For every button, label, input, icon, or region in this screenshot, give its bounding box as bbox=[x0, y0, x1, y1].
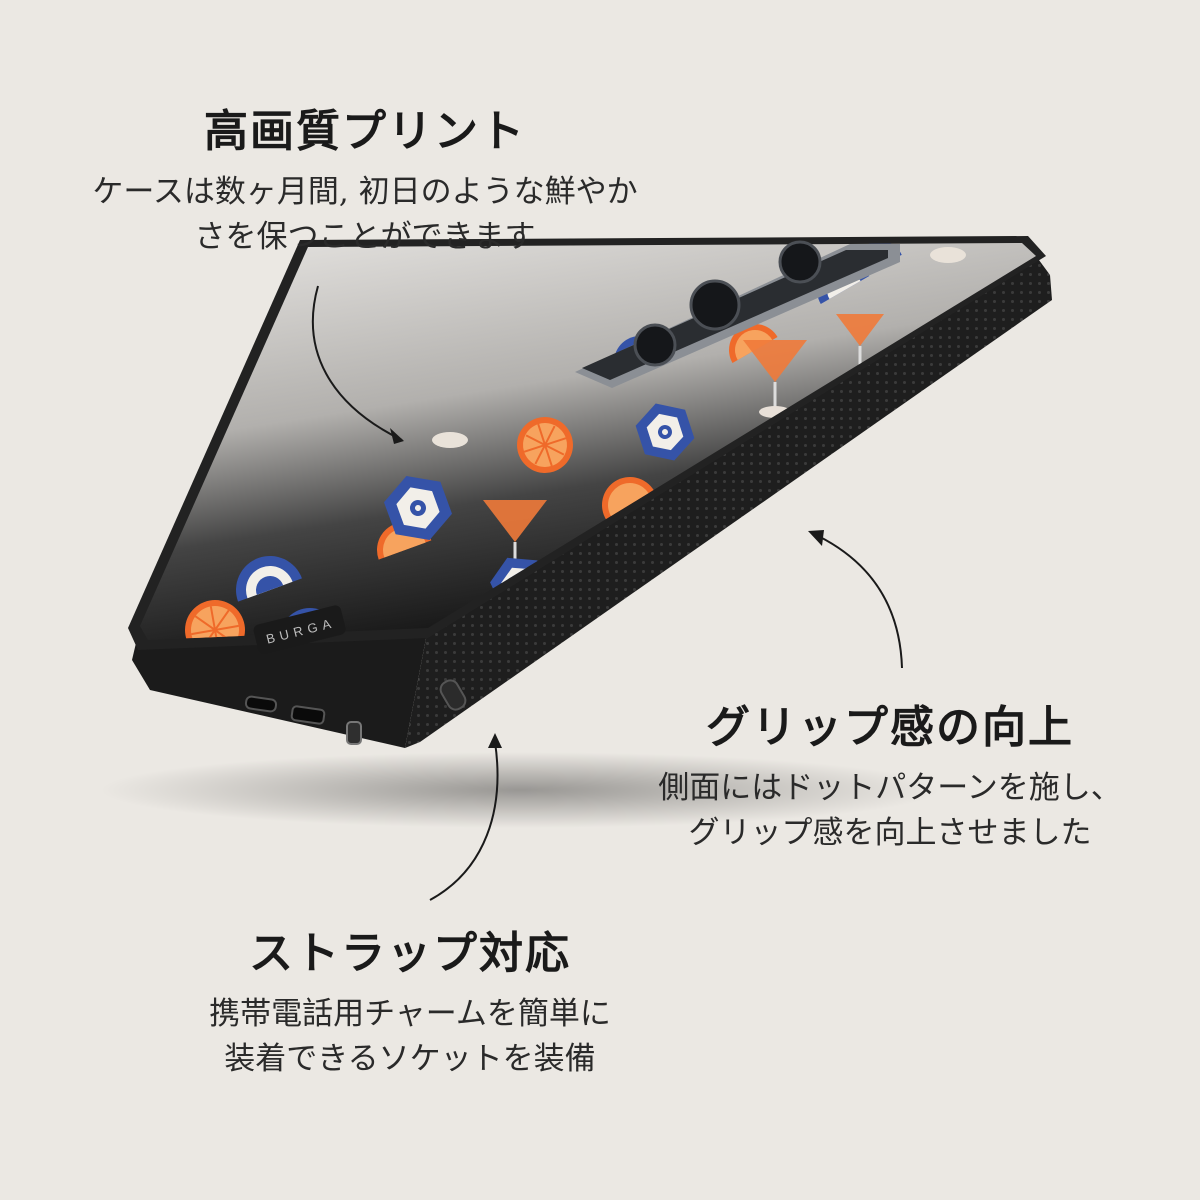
speaker-port-icon bbox=[290, 705, 326, 725]
orange-slice-icon bbox=[602, 477, 654, 520]
feature-high-quality-print: 高画質プリント ケースは数ヶ月間, 初日のような鮮やか さを保つことができます bbox=[40, 106, 690, 260]
aperitif-glass-icon bbox=[432, 432, 468, 448]
phone-case: BURGA bbox=[128, 236, 1052, 748]
side-button-icon bbox=[439, 679, 467, 711]
arrow-to-print bbox=[311, 285, 403, 441]
strap-socket-icon bbox=[346, 721, 362, 745]
case-bottom-edge bbox=[132, 626, 428, 748]
case-shadow bbox=[100, 752, 940, 828]
arrow-head-icon bbox=[390, 428, 404, 444]
grip-dot-texture bbox=[405, 256, 1052, 748]
beach-umbrella-icon bbox=[383, 476, 453, 540]
orange-slice-icon bbox=[185, 600, 245, 640]
feature-title: グリップ感の向上 bbox=[706, 702, 1074, 753]
arrow-to-strap bbox=[429, 741, 499, 901]
feature-description: ケースは数ヶ月間, 初日のような鮮やか さを保つことができます bbox=[92, 174, 638, 256]
feature-description: 側面にはドットパターンを施し、 グリップ感を向上させました bbox=[658, 770, 1122, 852]
aperitif-glass-icon bbox=[930, 247, 966, 263]
aperitif-glass-icon bbox=[836, 314, 884, 366]
beach-umbrella-icon bbox=[635, 403, 695, 461]
beach-umbrella-icon bbox=[236, 556, 302, 602]
camera-lens bbox=[689, 279, 741, 331]
feature-title: 高画質プリント bbox=[204, 106, 526, 157]
arrow-head-icon bbox=[488, 733, 502, 748]
arrow-to-grip bbox=[811, 532, 903, 669]
feature-grip: グリップ感の向上 側面にはドットパターンを施し、 グリップ感を向上させました bbox=[610, 702, 1170, 856]
orange-slice-icon bbox=[517, 417, 573, 473]
case-back-print bbox=[140, 243, 1036, 640]
feature-title: ストラップ対応 bbox=[249, 928, 571, 979]
camera-lens bbox=[778, 240, 822, 284]
feature-description: 携帯電話用チャームを簡単に 装着できるソケットを装備 bbox=[209, 996, 611, 1078]
camera-lens bbox=[633, 323, 677, 367]
feature-strap: ストラップ対応 携帯電話用チャームを簡単に 装着できるソケットを装備 bbox=[110, 928, 710, 1082]
usb-c-port-icon bbox=[244, 695, 278, 713]
camera-cutout bbox=[575, 240, 900, 388]
arrow-head-icon bbox=[808, 530, 824, 546]
